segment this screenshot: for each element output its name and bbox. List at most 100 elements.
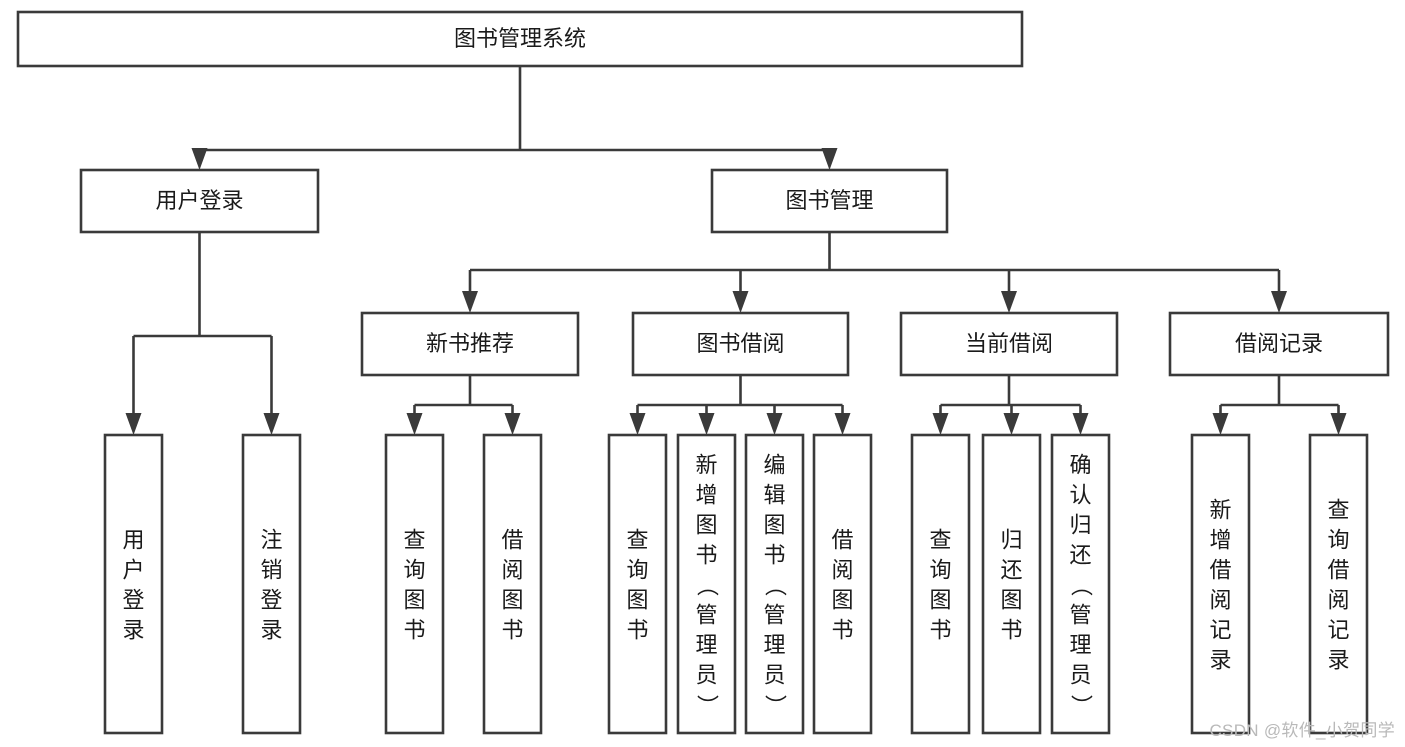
node-label-char: 图 (929, 587, 951, 612)
node-label-char: 书 (695, 542, 717, 567)
node-label-char: 录 (1327, 647, 1349, 672)
node-box (1168, 311, 1390, 377)
node-label-char: 确 (1069, 452, 1091, 477)
node-label-char: 查 (929, 527, 951, 552)
node-box (631, 311, 850, 377)
node-label: 用户登录 (155, 188, 243, 213)
node-box (744, 433, 805, 735)
node-label-char: 用 (122, 527, 144, 552)
node-box (981, 433, 1042, 735)
node-label-char: （ (763, 574, 788, 596)
watermark-text: CSDN @软件_小贺同学 (1209, 721, 1395, 740)
node-label-char: 图 (1000, 587, 1022, 612)
node-label: 图书借阅 (696, 331, 784, 356)
node-label-char: 书 (929, 617, 951, 642)
node-label-char: 增 (1209, 527, 1231, 552)
node-label-char: 询 (403, 557, 425, 582)
node-label-char: 记 (1209, 617, 1231, 642)
node-label-char: 图 (626, 587, 648, 612)
node-box (384, 433, 445, 735)
node-box (360, 311, 580, 377)
node-label-char: 增 (695, 482, 717, 507)
node-label-char: 查 (1327, 497, 1349, 522)
node-box (241, 433, 302, 735)
node-n3b[interactable]: 图书借阅 (631, 311, 850, 377)
node-label-char: 登 (260, 587, 282, 612)
connector-layer (125, 66, 1347, 435)
node-label-char: 书 (763, 542, 785, 567)
node-label-char: 销 (260, 557, 282, 582)
node-label-char: 阅 (831, 557, 853, 582)
node-label-char: ） (763, 694, 788, 716)
node-label: 图书管理系统 (454, 26, 586, 51)
node-label-char: 书 (626, 617, 648, 642)
node-label-char: 图 (403, 587, 425, 612)
node-label-char: 还 (1000, 557, 1022, 582)
node-label-char: 理 (695, 632, 717, 657)
node-label-char: 阅 (501, 557, 523, 582)
node-n3a[interactable]: 新书推荐 (360, 311, 580, 377)
connector-group-n2b (462, 232, 1287, 313)
node-layer: 图书管理系统用户登录图书管理新书推荐图书借阅当前借阅借阅记录用户登录注销登录查询… (16, 10, 1390, 735)
node-label-char: 书 (403, 617, 425, 642)
node-label-char: 注 (260, 527, 282, 552)
node-label-char: 户 (122, 557, 144, 582)
node-label-char: 书 (501, 617, 523, 642)
node-label-char: 员 (1069, 662, 1091, 687)
node-label-char: 书 (1000, 617, 1022, 642)
node-label-char: 管 (763, 602, 785, 627)
connector-group-n2a (125, 232, 280, 435)
node-label-char: 还 (1069, 542, 1091, 567)
node-label-char: 管 (1069, 602, 1091, 627)
node-n3c[interactable]: 当前借阅 (899, 311, 1119, 377)
node-label-char: 录 (260, 617, 282, 642)
node-box (1050, 433, 1111, 735)
node-label-char: （ (695, 574, 720, 596)
node-label-char: 辑 (763, 482, 785, 507)
node-label-char: 记 (1327, 617, 1349, 642)
node-label-char: 阅 (1209, 587, 1231, 612)
node-box (482, 433, 543, 735)
node-label-char: 询 (626, 557, 648, 582)
node-label-char: 阅 (1327, 587, 1349, 612)
node-n2a[interactable]: 用户登录 (79, 168, 320, 234)
node-box (710, 168, 949, 234)
node-label-char: 编 (763, 452, 785, 477)
node-label-char: 查 (403, 527, 425, 552)
node-label-char: 书 (831, 617, 853, 642)
node-label-char: 理 (763, 632, 785, 657)
node-box (607, 433, 668, 735)
node-n3d[interactable]: 借阅记录 (1168, 311, 1390, 377)
node-box (103, 433, 164, 735)
node-label-char: 借 (501, 527, 523, 552)
node-label-char: 员 (695, 662, 717, 687)
node-label-char: 新 (695, 452, 717, 477)
node-label-char: 录 (122, 617, 144, 642)
node-label-char: （ (1069, 574, 1094, 596)
node-box (899, 311, 1119, 377)
node-n2b[interactable]: 图书管理 (710, 168, 949, 234)
node-label-char: 理 (1069, 632, 1091, 657)
node-L1[interactable]: 用户登录 (103, 433, 164, 735)
node-label-char: 登 (122, 587, 144, 612)
node-root[interactable]: 图书管理系统 (16, 10, 1024, 68)
node-label-char: ） (695, 694, 720, 716)
connector-group-root (191, 66, 838, 170)
node-label: 新书推荐 (426, 331, 514, 356)
node-label-char: 管 (695, 602, 717, 627)
node-box (676, 433, 737, 735)
